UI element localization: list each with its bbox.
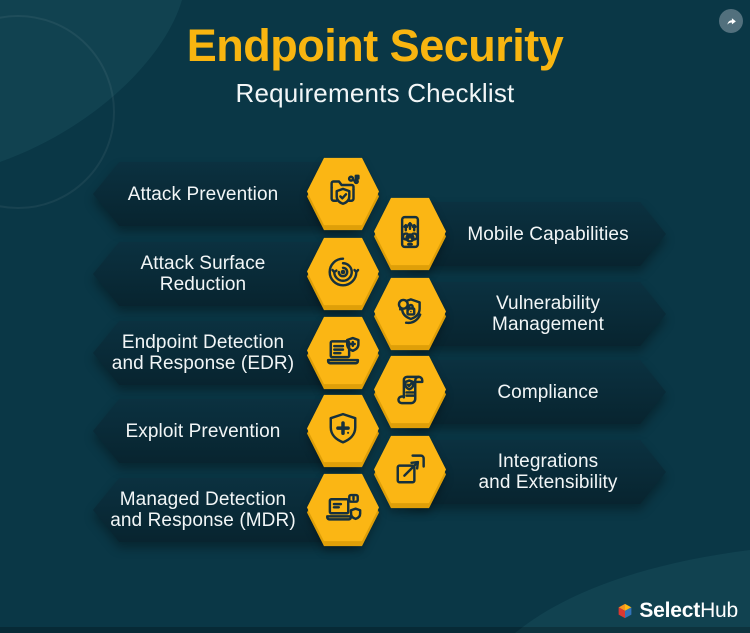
row-label: Vulnerability Management: [492, 293, 604, 335]
hexagon-badge: [307, 472, 379, 548]
row-mdr: Managed Detection and Response (MDR): [93, 478, 355, 542]
hexagon-badge: [374, 196, 446, 272]
share-button[interactable]: [719, 9, 743, 33]
row-label: Mobile Capabilities: [467, 223, 629, 245]
page-title: Endpoint Security: [186, 20, 564, 71]
hexagon-badge: [307, 315, 379, 391]
page-subtitle: Requirements Checklist: [235, 77, 515, 108]
row-label: Compliance: [497, 381, 599, 403]
row-label: Endpoint Detection and Response (EDR): [111, 332, 295, 374]
wave-top-left: [0, 0, 182, 162]
mdr-laptop-alert-icon: [326, 493, 362, 521]
exploit-prevention-shield-icon: [329, 412, 357, 444]
row-label: Integrations and Extensibility: [478, 451, 618, 493]
selecthub-logo: SelectHub: [616, 599, 738, 623]
wave-bottom-right: [515, 550, 750, 633]
hexagon-badge: [374, 276, 446, 352]
row-mobile-capabilities: Mobile Capabilities: [408, 202, 666, 266]
compliance-scroll-icon: [397, 375, 424, 404]
hexagon-badge: [307, 156, 379, 232]
header: Endpoint Security Requirements Checklist: [0, 20, 750, 109]
selecthub-wordmark: SelectHub: [639, 599, 738, 622]
mobile-capabilities-icon: [400, 215, 420, 248]
integrations-extensibility-icon: [396, 453, 425, 483]
bottom-edge-strip: [0, 627, 750, 633]
row-vulnerability-management: Vulnerability Management: [408, 282, 666, 346]
attack-surface-reduction-icon: [328, 256, 360, 287]
edr-laptop-shield-icon: [326, 336, 360, 364]
hexagon-badge: [307, 236, 379, 312]
row-label: Attack Surface Reduction: [140, 253, 266, 295]
hexagon-badge: [374, 434, 446, 510]
row-label: Attack Prevention: [127, 183, 279, 205]
share-arrow-icon: [726, 17, 736, 25]
selecthub-cube-icon: [619, 603, 632, 619]
hexagon-badge: [307, 393, 379, 469]
row-label: Exploit Prevention: [125, 420, 281, 442]
vulnerability-management-icon: [397, 297, 422, 324]
arc-decoration: [0, 15, 115, 209]
hexagon-badge: [374, 354, 446, 430]
row-attack-surface-reduction: Attack Surface Reduction: [93, 242, 355, 306]
attack-prevention-icon: [330, 174, 360, 205]
row-integrations-extensibility: Integrations and Extensibility: [408, 440, 666, 504]
row-compliance: Compliance: [408, 360, 666, 424]
row-label: Managed Detection and Response (MDR): [110, 489, 296, 531]
